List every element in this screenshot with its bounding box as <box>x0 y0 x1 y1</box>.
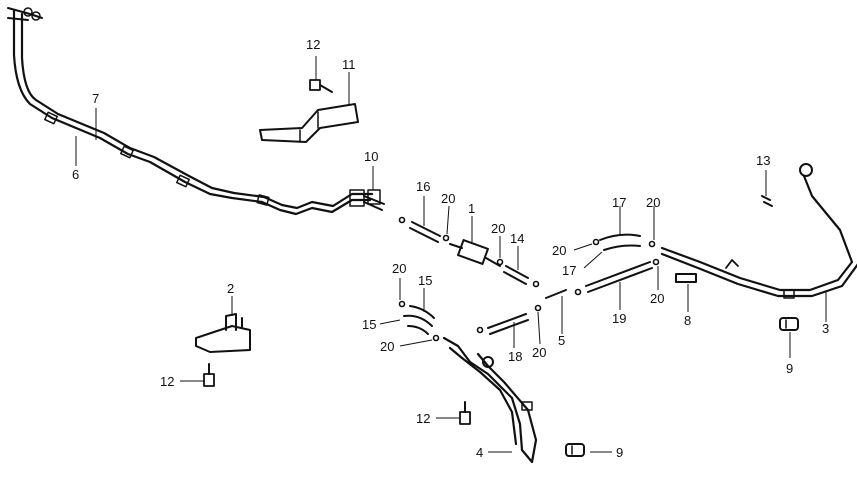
right-pipe-3 <box>660 163 857 299</box>
hose-16 <box>409 221 441 243</box>
bolt-13 <box>761 195 773 207</box>
callout-9-right: 9 <box>786 361 794 376</box>
callout-6: 6 <box>72 167 80 182</box>
callout-20-g: 20 <box>392 261 407 276</box>
main-pipe-assembly <box>7 7 385 216</box>
callout-20-h: 20 <box>380 339 395 354</box>
callout-10: 10 <box>364 149 379 164</box>
callout-18: 18 <box>508 349 523 364</box>
callout-11: 11 <box>342 57 356 72</box>
clamp-2 <box>195 313 251 353</box>
hose-17 <box>599 233 641 251</box>
callout-17-bottom: 17 <box>562 263 577 278</box>
callout-16: 16 <box>416 179 431 194</box>
connector-10 <box>367 189 381 205</box>
hose-14 <box>503 265 529 285</box>
hose-15 <box>403 305 435 335</box>
bracket-11 <box>259 103 359 143</box>
callout-7: 7 <box>92 91 100 106</box>
callout-20-f: 20 <box>532 345 547 360</box>
callout-19: 19 <box>612 311 627 326</box>
callout-15-left: 15 <box>362 317 377 332</box>
callout-9-bottom: 9 <box>616 445 624 460</box>
callout-20-d: 20 <box>552 243 567 258</box>
clips-20 <box>398 216 660 342</box>
callout-12-bottom: 12 <box>416 411 431 426</box>
callout-13: 13 <box>756 153 771 168</box>
hose-18 <box>487 313 529 335</box>
bolt-12-top <box>309 79 333 93</box>
pipe-joint-8 <box>675 273 697 283</box>
bolt-12-bottom <box>459 401 471 425</box>
callout-12-left: 12 <box>160 374 175 389</box>
callout-14: 14 <box>510 231 525 246</box>
hose-5 <box>545 289 567 299</box>
grommet-9-bottom <box>565 443 585 457</box>
hose-19 <box>585 261 653 293</box>
callout-3: 3 <box>822 321 830 336</box>
fuel-filter-1 <box>449 239 501 267</box>
lower-pipe-4 <box>442 336 538 464</box>
leader-lines <box>75 56 827 453</box>
grommet-9-right <box>779 317 799 331</box>
callout-5: 5 <box>558 333 566 348</box>
callout-20-a: 20 <box>441 191 456 206</box>
callout-4: 4 <box>476 445 484 460</box>
callout-20-c: 20 <box>646 195 661 210</box>
callout-1: 1 <box>468 201 476 216</box>
callout-8: 8 <box>684 313 692 328</box>
callout-20-e: 20 <box>650 291 665 306</box>
callout-15-top: 15 <box>418 273 433 288</box>
callout-17-top: 17 <box>612 195 627 210</box>
bolt-12-left <box>203 363 215 387</box>
callout-12-top: 12 <box>306 37 321 52</box>
callout-2: 2 <box>227 281 235 296</box>
callout-20-b: 20 <box>491 221 506 236</box>
